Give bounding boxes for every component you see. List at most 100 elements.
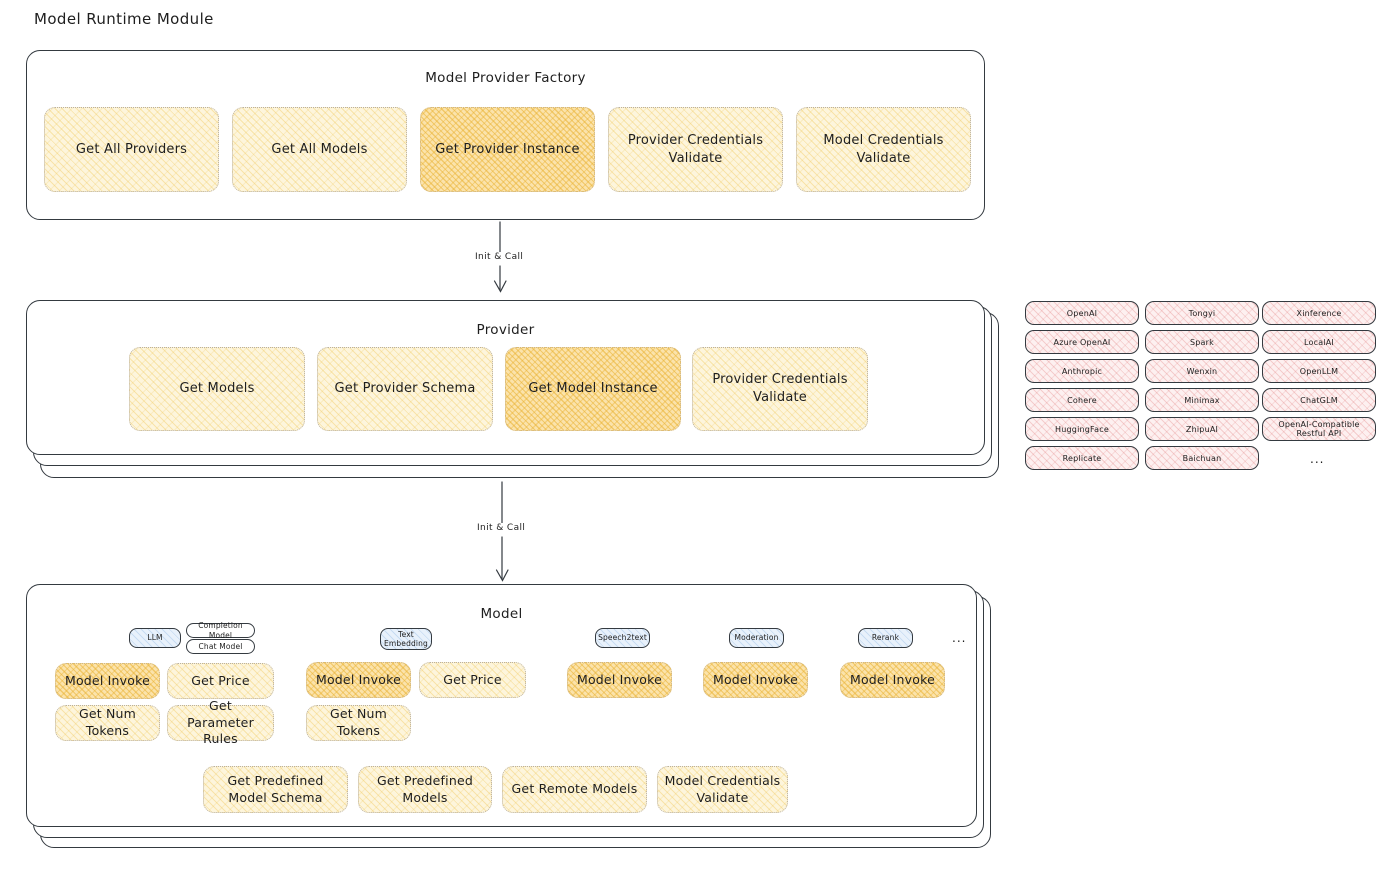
provider-chip-label: OpenAI (1066, 308, 1098, 318)
provider-chip-label: Baichuan (1182, 453, 1222, 463)
provider-chip-cohere[interactable]: Cohere (1025, 388, 1139, 412)
text-embedding-item-get-price[interactable]: Get Price (419, 662, 526, 698)
model-shared-item-get-remote-models[interactable]: Get Remote Models (502, 766, 647, 813)
model-badge-speech2text[interactable]: Speech2text (595, 628, 650, 648)
speech2text-item-model-invoke[interactable]: Model Invoke (567, 662, 672, 698)
chip-label: Get Models (179, 381, 255, 397)
provider-chip-localai[interactable]: LocalAI (1262, 330, 1376, 354)
provider-chip-openllm[interactable]: OpenLLM (1262, 359, 1376, 383)
page-title: Model Runtime Module (34, 10, 214, 28)
provider-chip-label: OpenLLM (1299, 366, 1339, 376)
chip-label: Model Invoke (64, 672, 151, 688)
provider-title: Provider (476, 322, 535, 338)
chip-label: Model Credentials Validate (823, 132, 944, 166)
provider-item-provider-credentials-validate[interactable]: Provider Credentials Validate (692, 347, 868, 431)
chip-label: Get All Models (271, 141, 368, 157)
model-shared-item-get-predefined-model-schema[interactable]: Get Predefined Model Schema (203, 766, 348, 813)
chip-label: Get Num Tokens (329, 706, 388, 738)
provider-chip-wenxin[interactable]: Wenxin (1145, 359, 1259, 383)
provider-chip-label: HuggingFace (1055, 424, 1109, 434)
chip-label: Get Provider Instance (435, 141, 580, 157)
provider-chip-label: Tongyi (1188, 308, 1216, 318)
factory-item-get-all-providers[interactable]: Get All Providers (44, 107, 219, 192)
model-sub-badge-completion-model[interactable]: Completion Model (186, 621, 255, 640)
chip-label: Provider Credentials Validate (712, 372, 848, 405)
provider-chip-label: Replicate (1062, 453, 1102, 463)
chip-label: Get Parameter Rules (187, 697, 254, 747)
model-sub-badge-chat-model[interactable]: Chat Model (186, 639, 255, 654)
provider-chip-label: Spark (1190, 337, 1214, 347)
chip-label: Get Price (443, 671, 502, 687)
provider-chip-openai[interactable]: OpenAI (1025, 301, 1139, 325)
arrow-label-provider-to-model: Init & Call (474, 523, 529, 533)
chip-label: Get Price (191, 672, 250, 688)
providers-list-ellipsis: ... (1310, 452, 1325, 466)
provider-chip-label: Anthropic (1061, 366, 1103, 376)
provider-chip-chatglm[interactable]: ChatGLM (1262, 388, 1376, 412)
chip-label: Get Predefined Models (377, 772, 473, 805)
badge-label: Speech2text (598, 633, 647, 643)
arrow-label-factory-to-provider: Init & Call (472, 252, 527, 262)
provider-chip-minimax[interactable]: Minimax (1145, 388, 1259, 412)
provider-chip-tongyi[interactable]: Tongyi (1145, 301, 1259, 325)
llm-item-model-invoke[interactable]: Model Invoke (55, 663, 160, 699)
chip-label: Get Provider Schema (334, 381, 476, 397)
provider-chip-label: ChatGLM (1300, 395, 1338, 405)
provider-chip-label: LocalAI (1304, 337, 1334, 347)
chip-label: Get Model Instance (528, 381, 658, 397)
badge-label: Text Embedding (384, 629, 428, 648)
badge-label: Completion Model (198, 621, 243, 640)
factory-item-provider-credentials-validate[interactable]: Provider Credentials Validate (608, 107, 783, 192)
model-badge-llm[interactable]: LLM (129, 628, 181, 648)
badge-label: Moderation (734, 633, 779, 643)
provider-chip-label: Azure OpenAI (1053, 337, 1111, 347)
provider-chip-label: Wenxin (1186, 366, 1218, 376)
model-badge-text-embedding[interactable]: Text Embedding (380, 628, 432, 650)
chip-label: Get All Providers (75, 141, 188, 157)
llm-item-get-price[interactable]: Get Price (167, 663, 274, 699)
llm-item-get-parameter-rules[interactable]: Get Parameter Rules (167, 698, 274, 746)
chip-label: Model Invoke (712, 671, 799, 687)
rerank-item-model-invoke[interactable]: Model Invoke (840, 662, 945, 698)
provider-chip-huggingface[interactable]: HuggingFace (1025, 417, 1139, 441)
model-title: Model (480, 606, 523, 622)
provider-item-get-model-instance[interactable]: Get Model Instance (505, 347, 681, 431)
chip-label: Model Invoke (849, 671, 936, 687)
model-badge-rerank[interactable]: Rerank (858, 628, 913, 648)
factory-item-get-all-models[interactable]: Get All Models (232, 107, 407, 192)
provider-chip-azure-openai[interactable]: Azure OpenAI (1025, 330, 1139, 354)
provider-item-get-provider-schema[interactable]: Get Provider Schema (317, 347, 493, 431)
provider-chip-spark[interactable]: Spark (1145, 330, 1259, 354)
badge-label: Chat Model (198, 641, 243, 651)
provider-chip-baichuan[interactable]: Baichuan (1145, 446, 1259, 470)
chip-label: Model Invoke (576, 671, 663, 687)
provider-chip-label: Cohere (1067, 395, 1097, 405)
provider-chip-label: Minimax (1184, 395, 1220, 405)
provider-chip-label: OpenAI-Compatible Restful API (1278, 420, 1360, 438)
chip-label: Get Remote Models (511, 781, 638, 797)
badge-label: Rerank (871, 633, 900, 643)
chip-label: Get Predefined Model Schema (227, 772, 324, 805)
provider-chip-xinference[interactable]: Xinference (1262, 301, 1376, 325)
provider-chip-label: Xinference (1296, 308, 1342, 318)
provider-chip-openai-compatible-restful-api[interactable]: OpenAI-Compatible Restful API (1262, 417, 1376, 441)
model-shared-item-model-credentials-validate[interactable]: Model Credentials Validate (657, 766, 788, 813)
chip-label: Get Num Tokens (78, 706, 137, 738)
provider-item-get-models[interactable]: Get Models (129, 347, 305, 431)
moderation-item-model-invoke[interactable]: Model Invoke (703, 662, 808, 698)
provider-chip-anthropic[interactable]: Anthropic (1025, 359, 1139, 383)
model-badge-moderation[interactable]: Moderation (729, 628, 784, 648)
chip-label: Model Invoke (315, 671, 402, 687)
text-embedding-item-get-num-tokens[interactable]: Get Num Tokens (306, 705, 411, 741)
model-shared-item-get-predefined-models[interactable]: Get Predefined Models (358, 766, 492, 813)
llm-item-get-num-tokens[interactable]: Get Num Tokens (55, 705, 160, 741)
text-embedding-item-model-invoke[interactable]: Model Invoke (306, 662, 411, 698)
factory-item-get-provider-instance[interactable]: Get Provider Instance (420, 107, 595, 192)
provider-chip-zhipuai[interactable]: ZhipuAI (1145, 417, 1259, 441)
chip-label: Model Credentials Validate (664, 772, 781, 805)
provider-chip-replicate[interactable]: Replicate (1025, 446, 1139, 470)
factory-item-model-credentials-validate[interactable]: Model Credentials Validate (796, 107, 971, 192)
badge-label: LLM (147, 633, 163, 643)
model-provider-factory-title: Model Provider Factory (425, 70, 586, 86)
